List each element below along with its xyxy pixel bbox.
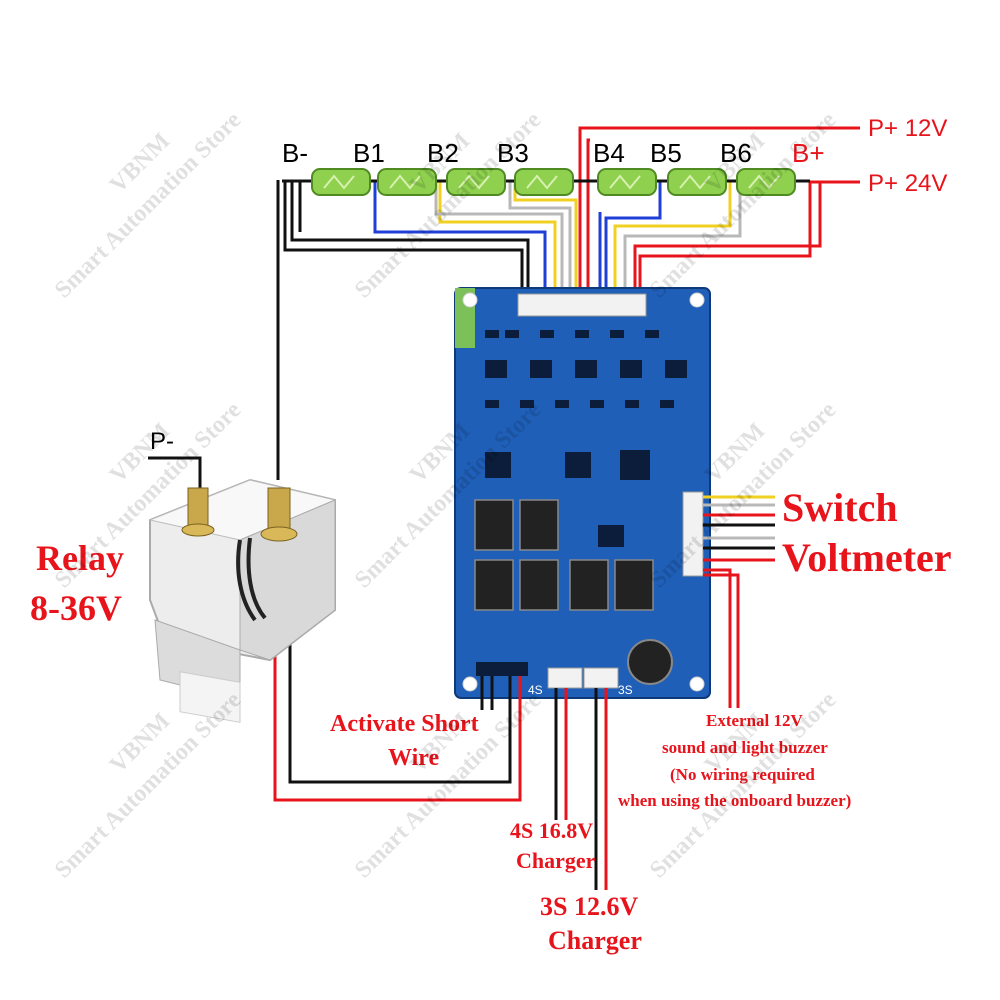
bms-board <box>454 287 711 699</box>
battery-pack <box>282 168 810 196</box>
side-wires <box>703 495 775 708</box>
buzzer-label-1: External 12V <box>706 711 803 730</box>
battery-cell-highlight <box>609 174 641 190</box>
battery-tap-label: B1 <box>353 138 385 168</box>
relay-terminal-label: P- <box>150 428 174 455</box>
battery-cell <box>377 168 437 196</box>
battery-tap-label: B- <box>282 138 308 168</box>
battery-cell-highlight <box>389 174 421 190</box>
battery-cell-highlight <box>323 174 355 190</box>
battery-tap-label: B5 <box>650 138 682 168</box>
charger-3s-label: 3S 12.6V <box>540 892 639 921</box>
switch-label: Switch <box>782 485 898 530</box>
charger-4s-label: 4S 16.8V <box>510 818 594 843</box>
buzzer-label-3: (No wiring required <box>670 765 815 784</box>
activate-label-wire: Wire <box>388 745 440 771</box>
charger-4s-label-2: Charger <box>516 848 596 873</box>
board-label-4s: 4S <box>528 683 543 697</box>
battery-cell-highlight <box>748 174 780 190</box>
battery-cell-highlight <box>458 174 490 190</box>
relay-voltage-label: 8-36V <box>30 588 122 628</box>
battery-cell <box>736 168 796 196</box>
battery-cell <box>514 168 574 196</box>
balance-wires <box>283 126 860 300</box>
battery-cell <box>667 168 727 196</box>
p12-label: P+ 12V <box>868 115 948 142</box>
board-label-3s: 3S <box>618 683 633 697</box>
buzzer-label-4: when using the onboard buzzer) <box>618 791 852 810</box>
battery-cell-highlight <box>526 174 558 190</box>
p24-label: P+ 24V <box>868 170 948 197</box>
relay-label: Relay <box>36 538 124 578</box>
activate-label: Activate Short <box>330 711 479 737</box>
voltmeter-label: Voltmeter <box>782 535 952 580</box>
relay <box>148 180 337 723</box>
battery-tap-label: B+ <box>792 138 825 168</box>
battery-tap-label: B3 <box>497 138 529 168</box>
bottom-wires <box>273 628 608 890</box>
battery-cell <box>446 168 506 196</box>
battery-cell <box>597 168 657 196</box>
battery-cell-highlight <box>679 174 711 190</box>
battery-tap-label: B6 <box>720 138 752 168</box>
battery-tap-label: B4 <box>593 138 625 168</box>
battery-tap-label: B2 <box>427 138 459 168</box>
buzzer-label-2: sound and light buzzer <box>662 738 828 757</box>
charger-3s-label-2: Charger <box>548 926 642 955</box>
battery-cell <box>311 168 371 196</box>
